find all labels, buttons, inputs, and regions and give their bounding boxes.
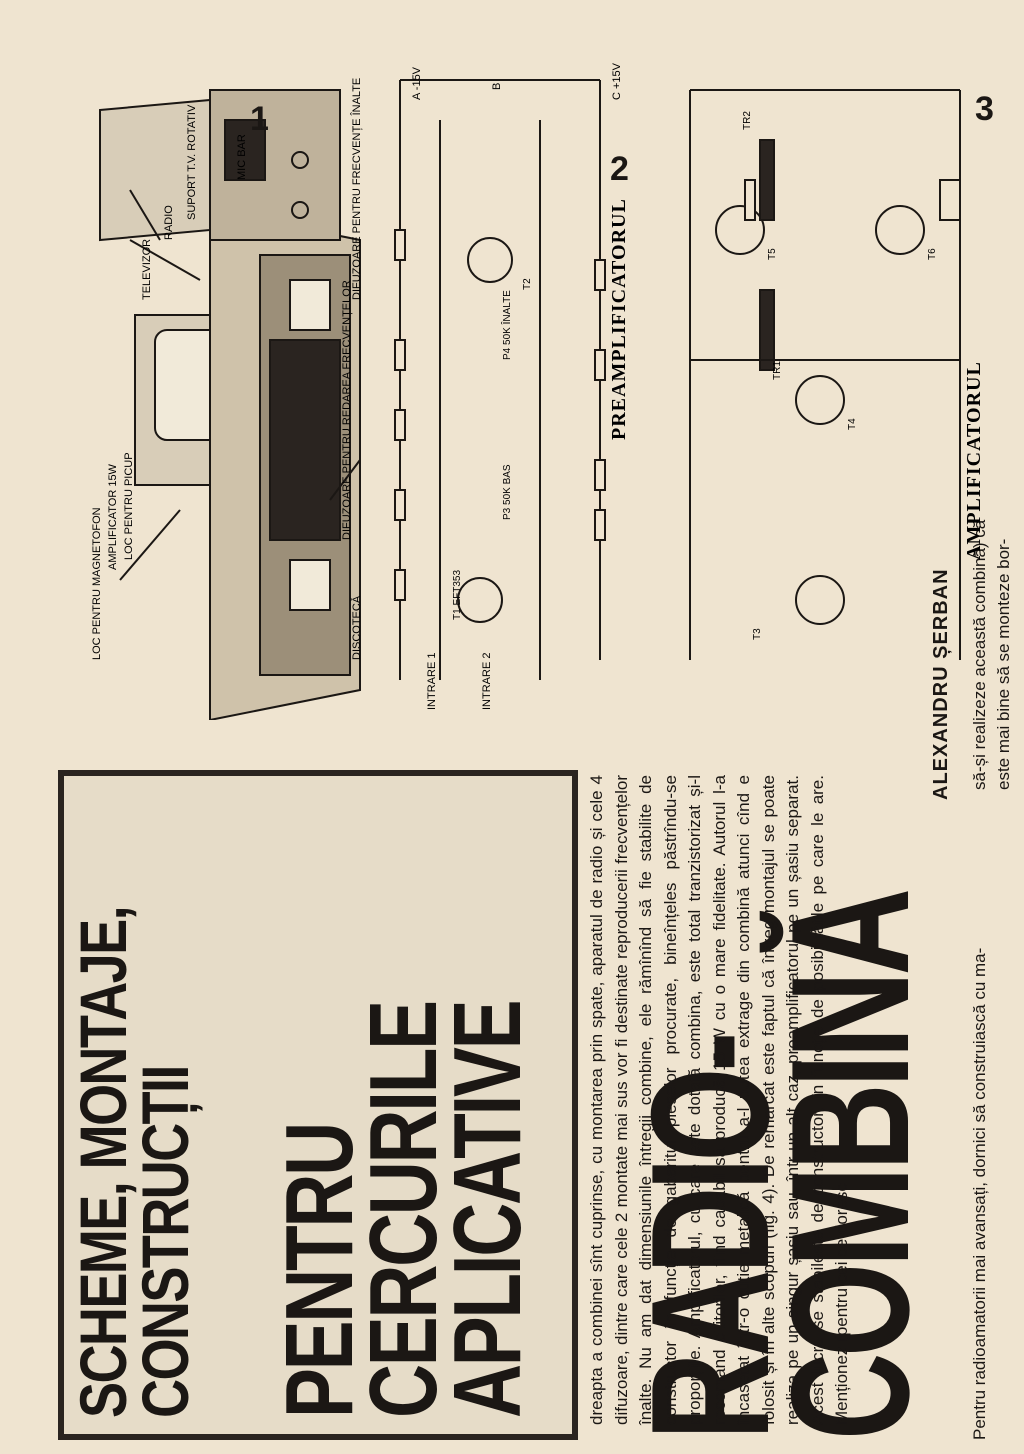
fig2-input-2: INTRARE 2	[481, 653, 493, 710]
fig2-terminal-a: A -15V	[411, 66, 423, 100]
figure-2-number: 2	[610, 150, 629, 188]
fig1-label-suport: SUPORT T.V. ROTATIV	[186, 104, 198, 220]
fig1-label-picup: LOC PENTRU PICUP	[123, 452, 135, 560]
figure-2-schematic: PREAMPLIFICATORUL INTRARE 1 INTRARE 2 A …	[394, 62, 630, 710]
fig2-terminal-b: B	[491, 83, 503, 90]
fig3-part-t4: T4	[847, 418, 858, 430]
fig2-input-1: INTRARE 1	[426, 653, 438, 710]
fig3-part-t3: T3	[752, 628, 763, 640]
fig3-part-tr2: TR2	[742, 111, 753, 130]
figure-1-number: 1	[250, 100, 269, 138]
fig3-part-t5: T5	[767, 248, 778, 260]
fig1-label-amplificator: AMPLIFICATOR 15W	[107, 463, 119, 570]
fig2-part-p3: P3 50K BAS	[502, 464, 513, 520]
fig1-label-difuzoare-inalte: DIFUZOARE PENTRU FRECVENȚE ÎNALTE	[350, 78, 363, 300]
section-banner: SCHEME, MONTAJE, CONSTRUCȚII PENTRU CERC…	[58, 770, 578, 1440]
figure-3-schematic: AMPLIFICATORUL T3 T4 T5 T6 TR1 TR2 A	[689, 89, 985, 660]
banner-headline: PENTRU CERCURILE APLICATIVE	[266, 1001, 541, 1418]
figure-1-illustration: LOC PENTRU MAGNETOFON AMPLIFICATOR 15W L…	[91, 78, 363, 720]
fig1-label-magnetofon: LOC PENTRU MAGNETOFON	[91, 507, 103, 660]
fig3-part-t6: T6	[927, 248, 938, 260]
fig2-terminal-c: C +15V	[611, 62, 623, 100]
article-intro-left: Pentru radioamatorii mai avansați, dorni…	[970, 947, 989, 1440]
article-body-column: dreapta a combinei sînt cuprinse, cu mon…	[587, 775, 851, 1425]
fig1-label-discoteca: DISCOTECĂ	[350, 595, 363, 660]
figure-3-caption: AMPLIFICATORUL	[963, 361, 985, 560]
fig2-part-p4: P4 50K ÎNALTE	[500, 290, 513, 360]
banner-subtitle: SCHEME, MONTAJE, CONSTRUCȚII	[66, 906, 202, 1418]
fig2-part-t1: T1 EFT353	[452, 570, 463, 620]
fig2-part-t2: T2	[522, 278, 533, 290]
fig1-label-mic-bar: MIC BAR	[236, 134, 248, 180]
fig1-label-radio: RADIO	[163, 205, 175, 240]
fig1-label-difuzoare-redare: DIFUZOARE PENTRU REDAREA FRECVENȚELOR	[341, 280, 353, 540]
figure-3-number: 3	[975, 90, 994, 128]
fig3-part-tr1: TR1	[772, 361, 783, 380]
fig1-label-televizor: TELEVIZOR	[141, 239, 153, 300]
figure-2-caption: PREAMPLIFICATORUL	[608, 198, 630, 440]
